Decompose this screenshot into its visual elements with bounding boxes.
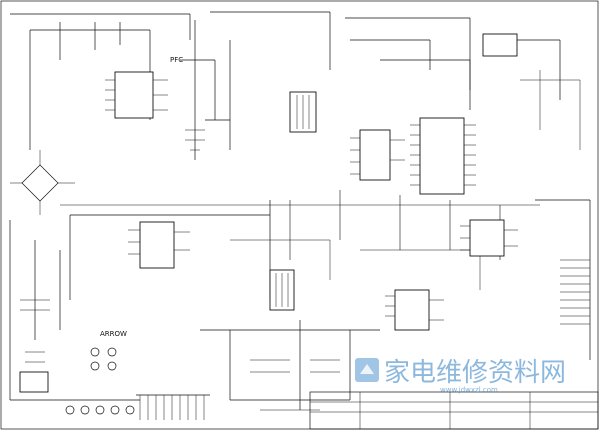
arrow-label: ARROW [100, 330, 127, 338]
test-point-icon [65, 347, 135, 415]
lower-centre-ics [385, 219, 518, 331]
lower-connector [136, 394, 210, 420]
middle-bus [60, 190, 540, 290]
output-connector [535, 199, 591, 360]
secondary-controller-ic [350, 129, 405, 181]
main-controller-ic [410, 117, 476, 195]
standby-transformer [269, 269, 295, 311]
transformer-icon [289, 91, 317, 133]
bridge-rectifier-icon [10, 150, 75, 215]
pfc-label: PFC [170, 56, 183, 64]
lower-centre-wiring [200, 320, 380, 411]
standby-supply-block [69, 200, 271, 300]
watermark-text: 家电维修资料网 [384, 358, 566, 388]
top-rails [10, 11, 471, 150]
lower-left-area [9, 220, 140, 401]
title-block [309, 391, 599, 430]
watermark-url: www.jdwxzl.com [440, 386, 498, 394]
pfc-controller-block [105, 71, 168, 119]
watermark-logo-icon [355, 358, 379, 382]
pfc-stage [180, 20, 231, 160]
top-right-power-stage [350, 33, 581, 150]
